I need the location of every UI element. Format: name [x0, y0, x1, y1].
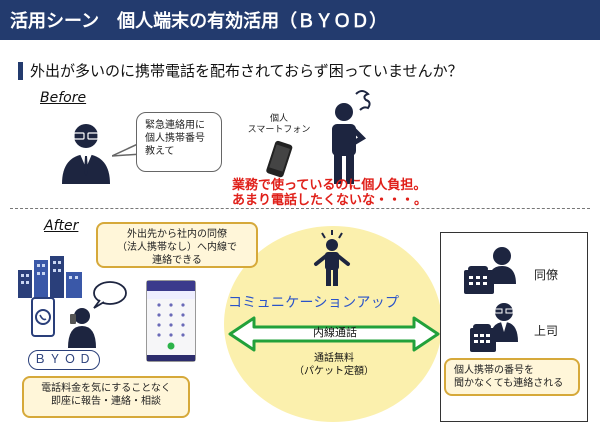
speech-bubble-icon: [93, 281, 127, 309]
section-divider: [10, 208, 590, 209]
speech-tail-icon: [112, 141, 142, 157]
free-call-note: 通話無料 （パケット定額）: [276, 352, 392, 378]
free-line: （パケット定額）: [294, 366, 374, 377]
complaint-line: あまり電話したくないな・・・。: [232, 193, 428, 208]
dialer-screen: [146, 280, 196, 362]
info-line: 聞かなくても連絡される: [454, 378, 564, 389]
bubble-line: 緊急連絡用に: [145, 120, 205, 131]
header-bar: [0, 0, 600, 40]
page-title: 活用シーン 個人端末の有効活用（ＢＹＯＤ）: [10, 11, 388, 32]
device-label-line: 個人: [269, 114, 288, 124]
city-buildings-icon: [18, 256, 82, 298]
businessman-icon: [62, 124, 110, 184]
free-line: 通話無料: [314, 353, 354, 364]
bubble-line: 教えて: [145, 146, 175, 157]
after-bottom-info-box: 電話料金を気にすることなく 即座に報告・連絡・相談: [22, 376, 190, 418]
info-line: 連絡できる: [152, 255, 202, 266]
info-line: 即座に報告・連絡・相談: [51, 396, 161, 407]
communication-title: コミュニケーションアップ: [228, 295, 400, 311]
after-label: After: [44, 218, 79, 234]
complaint-line: 業務で使っているのに個人負担。: [232, 178, 427, 193]
excited-person-icon: [314, 230, 350, 286]
extension-label: 内線通話: [313, 326, 357, 339]
boss-phone-icon: [470, 303, 518, 352]
double-arrow-icon: [228, 316, 440, 352]
device-label: 個人 スマートフォン: [244, 114, 314, 136]
office-info-box: 個人携帯の番号を 聞かなくても連絡される: [444, 358, 580, 396]
after-top-info-box: 外出先から社内の同僚 （法人携帯なし）へ内線で 連絡できる: [96, 222, 258, 268]
subtitle-marker: [18, 62, 23, 80]
colleague-phone-icon: [464, 247, 516, 294]
info-line: （法人携帯なし）へ内線で: [117, 242, 237, 253]
info-line: 個人携帯の番号を: [454, 365, 534, 376]
subtitle: 外出が多いのに携帯電話を配布されておらず困っていませんか？: [30, 62, 463, 80]
troubled-person-icon: [332, 90, 371, 184]
complaint-text: 業務で使っているのに個人負担。 あまり電話したくないな・・・。: [232, 178, 427, 208]
byod-badge: ＢＹＯＤ: [28, 350, 100, 370]
colleague-label: 同僚: [534, 268, 559, 282]
dialpad-icon: [157, 303, 185, 350]
before-label: Before: [40, 90, 87, 106]
smartphone-icon: [266, 140, 293, 178]
boss-label: 上司: [534, 324, 559, 338]
device-label-line: スマートフォン: [247, 125, 311, 135]
info-line: 電話料金を気にすることなく: [41, 383, 171, 394]
before-speech-bubble: 緊急連絡用に 個人携帯番号 教えて: [136, 112, 222, 172]
info-line: 外出先から社内の同僚: [127, 229, 227, 240]
byod-user-icon: [31, 297, 96, 348]
bubble-line: 個人携帯番号: [145, 133, 205, 144]
